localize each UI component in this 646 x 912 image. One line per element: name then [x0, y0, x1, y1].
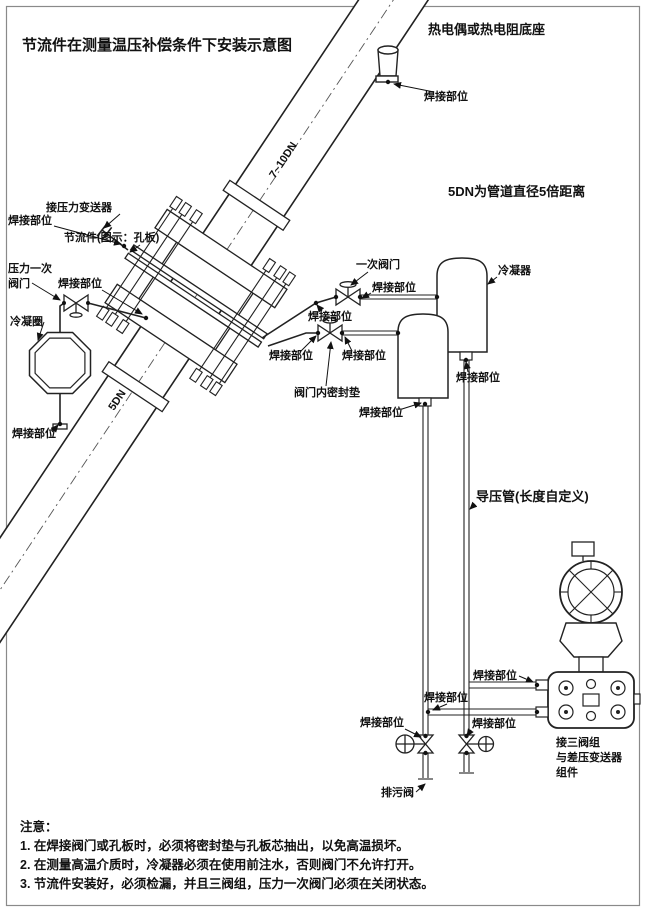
pressure-transmitter-label: 接压力变送器: [46, 200, 113, 214]
condenser-vessel-1: [436, 257, 488, 353]
note-item-1: 1. 在焊接阀门或孔板时，必须将密封垫与孔板芯抽出，以免高温损坏。: [20, 838, 409, 853]
thermo-base-label: 热电偶或热电阻底座: [428, 22, 545, 37]
three-valve-group-label-3: 组件: [556, 765, 578, 779]
weld-label-1: 焊接部位: [424, 89, 468, 103]
weld-label-5: 焊接部位: [308, 309, 352, 323]
diagram-labels: 节流件在测量温压补偿条件下安装示意图 热电偶或热电阻底座 焊接部位 接压力变送器…: [8, 22, 623, 799]
manifold-side-bolt: [633, 693, 641, 705]
pressure-primary-valve-label-2: 阀门: [8, 276, 30, 290]
three-valve-group-label-1: 接三阀组: [556, 735, 600, 749]
weld-label-6: 焊接部位: [269, 348, 313, 362]
flange-bolts: [95, 195, 297, 397]
weld-points: [57, 79, 540, 756]
transmitter-stem: [578, 656, 604, 673]
pressure-primary-valve-label-1: 压力一次: [8, 261, 52, 275]
note-item-2: 2. 在测量高温介质时，冷凝器必须在使用前注水，否则阀门不允许打开。: [20, 857, 421, 872]
drain-valve-right: [457, 734, 495, 754]
flange-right: [154, 208, 288, 309]
valve-handwheel: [322, 317, 338, 324]
notes-heading: 注意：: [20, 819, 58, 834]
weld-label-8: 焊接部位: [456, 370, 500, 384]
throttle-device-label: 节流件(图示：孔板): [64, 230, 160, 244]
weld-label-9: 焊接部位: [359, 405, 403, 419]
weld-label-12: 焊接部位: [424, 690, 468, 704]
weld-ring-right: [222, 179, 291, 232]
valve-handwheel: [69, 312, 83, 318]
weld-label-2: 焊接部位: [8, 213, 52, 227]
weld-label-14: 焊接部位: [472, 716, 516, 730]
cooling-coil-branch: [28, 293, 147, 430]
impulse-pipe-label: 导压管(长度自定义): [476, 489, 589, 504]
weld-label-4: 焊接部位: [372, 280, 416, 294]
condenser-label: 冷凝器: [498, 263, 532, 277]
orifice-flange-assembly: [95, 179, 297, 413]
drain-valve-left: [395, 734, 435, 754]
cooling-coil-ring: [28, 331, 92, 395]
weld-label-10: 焊接部位: [12, 426, 56, 440]
pressure-primary-valve: [63, 293, 89, 318]
weld-label-3: 焊接部位: [58, 276, 102, 290]
dn5-distance-note: 5DN为管道直径5倍距离: [448, 184, 585, 199]
weld-ring-left: [101, 360, 170, 413]
page-title: 节流件在测量温压补偿条件下安装示意图: [22, 36, 292, 54]
weld-label-11: 焊接部位: [473, 668, 517, 682]
transmitter-head-ticks: [560, 561, 622, 623]
condenser-vessel-2: [397, 313, 449, 399]
valve-condenser-connectors: [342, 294, 437, 336]
weld-label-7: 焊接部位: [342, 348, 386, 362]
page-border: [5, 5, 641, 907]
note-item-3: 3. 节流件安装好，必须检漏，并且三阀组，压力一次阀门必须在关闭状态。: [20, 876, 434, 891]
dp-transmitter-assembly: [535, 541, 641, 729]
transmitter-body: [559, 622, 623, 658]
weld-label-13: 焊接部位: [360, 715, 404, 729]
primary-valve-a: [335, 281, 361, 307]
primary-valve-label: 一次阀门: [356, 257, 400, 271]
notes-block: 注意： 1. 在焊接阀门或孔板时，必须将密封垫与孔板芯抽出，以免高温损坏。 2.…: [20, 819, 434, 891]
transmitter-cap: [571, 541, 595, 557]
leader-lines: [31, 81, 534, 793]
thermowell-boss: [375, 45, 399, 83]
drain-valve-label: 排污阀: [381, 785, 414, 799]
valve-inner-seal-label: 阀门内密封垫: [294, 385, 360, 399]
impulse-piping: [418, 360, 536, 780]
orifice-plate: [124, 252, 263, 348]
cooling-coil-label: 冷凝圈: [10, 314, 43, 328]
three-valve-group-label-2: 与差压变送器: [556, 750, 623, 764]
